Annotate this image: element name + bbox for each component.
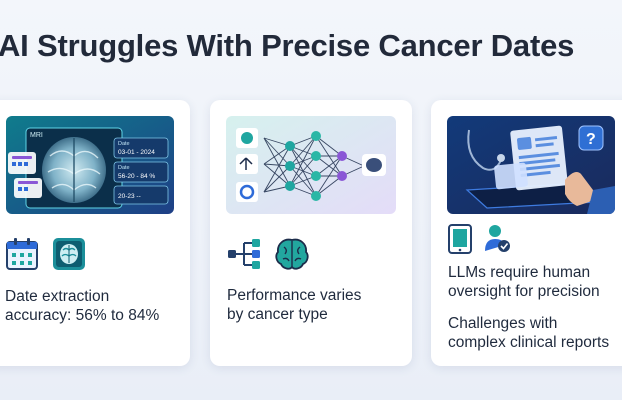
page-title: AI Struggles With Precise Cancer Dates [0, 28, 575, 63]
performance-text: Performance varies by cancer type [227, 286, 361, 324]
performance-line-1: Performance varies [227, 287, 362, 304]
date-accuracy-line-2: accuracy: 56% to 84% [5, 307, 160, 324]
challenges-line-1: Challenges with [448, 315, 558, 332]
mri-brain-illustration: MRI Date 03-01 - 2024 Date 56-20 - 84 % … [6, 116, 174, 214]
challenges-text: Challenges with complex clinical reports [448, 314, 609, 352]
date-accuracy-text: Date extraction accuracy: 56% to 84% [5, 287, 159, 325]
brain-scan-icon [53, 238, 85, 270]
calendar-icon [6, 238, 38, 270]
mri-label: MRI [30, 132, 43, 139]
oversight-line-1: LLMs require human [448, 264, 591, 281]
challenges-line-2: complex clinical reports [448, 334, 610, 351]
date-label-1: Date [118, 141, 130, 147]
oversight-text: LLMs require human oversight for precisi… [448, 263, 600, 301]
card-date-extraction: MRI Date 03-01 - 2024 Date 56-20 - 84 % … [0, 100, 190, 366]
date-value-2: 56-20 - 84 % [118, 173, 155, 180]
performance-line-2: by cancer type [227, 306, 328, 323]
oversight-line-2: oversight for precision [448, 283, 600, 300]
tablet-icon [448, 224, 472, 254]
flowchart-icon [228, 239, 260, 269]
card-human-oversight: ? LLMs require human oversight for preci… [431, 100, 622, 366]
date-value-1: 03-01 - 2024 [118, 149, 155, 156]
date-label-2: Date [118, 165, 130, 171]
date-accuracy-line-1: Date extraction [5, 288, 110, 305]
tablet-badge: ? [586, 131, 596, 148]
user-check-icon [485, 225, 510, 252]
neural-network-illustration [226, 116, 396, 214]
card-cancer-type: Performance varies by cancer type [210, 100, 412, 366]
brain-icon [275, 238, 309, 270]
tablet-report-illustration: ? [447, 116, 615, 214]
date-value-3: 20-23 -- [118, 193, 141, 200]
